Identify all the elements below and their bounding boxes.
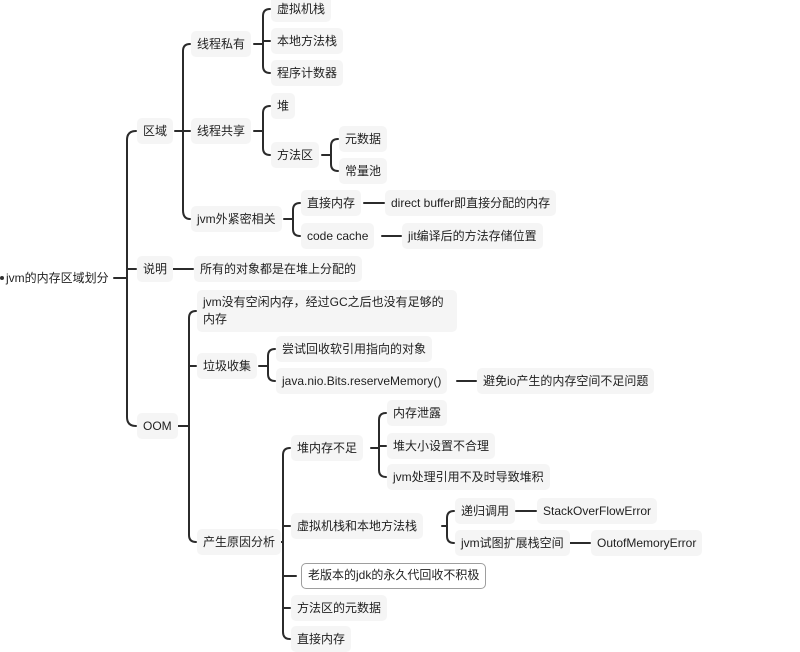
node-thread-private[interactable]: 线程私有: [191, 31, 252, 57]
node-note[interactable]: 说明: [137, 256, 174, 282]
node-reserve-memory-detail[interactable]: 避免io产生的内存空间不足问题: [477, 368, 655, 394]
node-direct-memory-detail[interactable]: direct buffer即直接分配的内存: [385, 190, 557, 216]
node-heap-insufficient[interactable]: 堆内存不足: [291, 435, 364, 461]
node-code-cache-detail[interactable]: jit编译后的方法存储位置: [402, 223, 543, 249]
node-oom-definition[interactable]: jvm没有空闲内存，经过GC之后也没有足够的内存: [197, 290, 457, 332]
node-stackoverflow-error[interactable]: StackOverFlowError: [537, 498, 658, 524]
node-gc[interactable]: 垃圾收集: [197, 353, 258, 379]
node-method-area-item[interactable]: 常量池: [339, 158, 388, 184]
node-perm-gen-selected[interactable]: 老版本的jdk的永久代回收不积极: [301, 563, 487, 589]
node-direct-memory[interactable]: 直接内存: [301, 190, 362, 216]
node-direct-cause[interactable]: 直接内存: [291, 626, 352, 652]
node-metaspace[interactable]: 方法区的元数据: [291, 595, 388, 621]
node-heap-cause[interactable]: 堆大小设置不合理: [387, 433, 496, 459]
node-reserve-memory[interactable]: java.nio.Bits.reserveMemory(): [276, 368, 448, 394]
node-private-item[interactable]: 程序计数器: [271, 60, 344, 86]
node-heap-cause[interactable]: 内存泄露: [387, 400, 448, 426]
node-causes[interactable]: 产生原因分析: [197, 529, 282, 555]
node-soft-ref[interactable]: 尝试回收软引用指向的对象: [276, 336, 433, 362]
node-method-area-item[interactable]: 元数据: [339, 126, 388, 152]
root-node[interactable]: jvm的内存区域划分: [6, 271, 109, 285]
node-thread-shared[interactable]: 线程共享: [191, 118, 252, 144]
node-jvm-external[interactable]: jvm外紧密相关: [191, 206, 282, 232]
node-outofmemory-error[interactable]: OutofMemoryError: [591, 530, 703, 556]
node-stack[interactable]: 虚拟机栈和本地方法栈: [291, 513, 424, 539]
node-expand-stack[interactable]: jvm试图扩展栈空间: [455, 530, 570, 556]
root-dot: [0, 276, 4, 280]
node-oom[interactable]: OOM: [137, 413, 178, 439]
node-code-cache[interactable]: code cache: [301, 223, 375, 249]
node-heap[interactable]: 堆: [271, 93, 296, 119]
node-method-area[interactable]: 方法区: [271, 142, 320, 168]
node-recursion[interactable]: 递归调用: [455, 498, 516, 524]
node-region[interactable]: 区域: [137, 118, 174, 144]
node-heap-cause[interactable]: jvm处理引用不及时导致堆积: [387, 464, 550, 490]
node-private-item[interactable]: 虚拟机栈: [271, 0, 332, 22]
node-private-item[interactable]: 本地方法栈: [271, 28, 344, 54]
node-note-detail[interactable]: 所有的对象都是在堆上分配的: [194, 256, 363, 282]
